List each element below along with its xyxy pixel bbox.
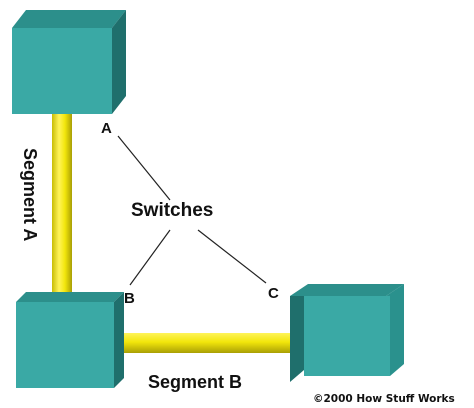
segment-b-cable [120,333,309,353]
copyright-notice: ©2000 How Stuff Works [313,393,455,405]
segment-a-label: Segment A [20,148,40,241]
switches-label: Switches [131,200,213,221]
segment-b-label: Segment B [148,372,242,392]
pointer-line-a [117,135,171,201]
switch-b-label: B [124,290,135,307]
computer-box-bottom-left [16,292,124,388]
computer-box-right [290,284,404,382]
computer-box-top [12,10,126,114]
segment-a-cable [52,106,72,294]
switch-c-label: C [268,285,279,302]
pointer-line-b [129,229,171,286]
switch-pointer-lines [117,135,267,286]
switch-a-label: A [101,120,112,137]
pointer-line-c [197,229,267,284]
